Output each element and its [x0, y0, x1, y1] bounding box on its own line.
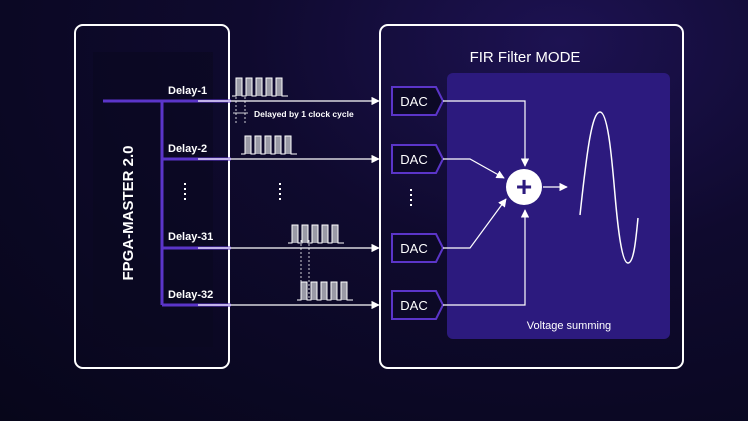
pulse	[302, 225, 308, 243]
pulse	[245, 136, 251, 154]
pulse	[265, 136, 271, 154]
dac-label: DAC	[400, 298, 427, 313]
fpga-title: FPGA-MASTER 2.0	[120, 145, 137, 280]
pulse-train-icon	[297, 281, 353, 301]
fir-box: FIR Filter MODE Voltage summing	[379, 24, 684, 369]
delay-label-1: Delay-1	[168, 85, 207, 97]
pulse-ellipsis	[279, 183, 281, 200]
pulse	[312, 225, 318, 243]
pulse	[266, 78, 272, 96]
pulse	[332, 225, 338, 243]
dac-32: DAC	[391, 290, 445, 320]
plus-icon: +	[516, 171, 532, 202]
pulse	[275, 136, 281, 154]
dac-31: DAC	[391, 233, 445, 263]
pulse	[322, 225, 328, 243]
pulse	[331, 282, 337, 300]
fpga-box: FPGA-MASTER 2.0	[74, 24, 230, 369]
delay-annotation: Delayed by 1 clock cycle	[233, 97, 354, 300]
pulse	[256, 78, 262, 96]
summer-inputs	[443, 100, 568, 306]
pulse-outline	[232, 77, 288, 97]
pulse	[285, 136, 291, 154]
delay-label-2: Delay-2	[168, 143, 207, 155]
dac-label: DAC	[400, 94, 427, 109]
delay-label-31: Delay-31	[168, 231, 213, 243]
summing-panel	[447, 73, 670, 339]
delay-note: Delayed by 1 clock cycle	[254, 109, 354, 119]
dac-1: DAC	[391, 86, 445, 116]
fir-title: FIR Filter MODE	[470, 49, 581, 66]
pulse	[236, 78, 242, 96]
pulse	[292, 225, 298, 243]
pulse-outline	[241, 135, 297, 155]
pulse	[246, 78, 252, 96]
pulse	[301, 282, 307, 300]
summing-label: Voltage summing	[527, 320, 611, 332]
pulse-outline	[288, 224, 344, 244]
pulse	[311, 282, 317, 300]
fpga-ellipsis	[184, 183, 186, 200]
pulse	[276, 78, 282, 96]
signal-lines	[198, 96, 380, 310]
pulse	[255, 136, 261, 154]
pulse	[321, 282, 327, 300]
dac-2: DAC	[391, 144, 445, 174]
pulse-train-icon	[288, 224, 344, 244]
pulse-train-icon	[241, 135, 297, 155]
sine-wave-icon	[579, 111, 639, 264]
pulse	[341, 282, 347, 300]
summing-node: +	[506, 169, 542, 205]
pulse-outline	[297, 281, 353, 301]
pulse-trains	[232, 77, 353, 301]
dac-ellipsis	[410, 189, 412, 206]
dac-label: DAC	[400, 241, 427, 256]
pulse-train-icon	[232, 77, 288, 97]
delay-label-32: Delay-32	[168, 289, 213, 301]
dac-label: DAC	[400, 152, 427, 167]
